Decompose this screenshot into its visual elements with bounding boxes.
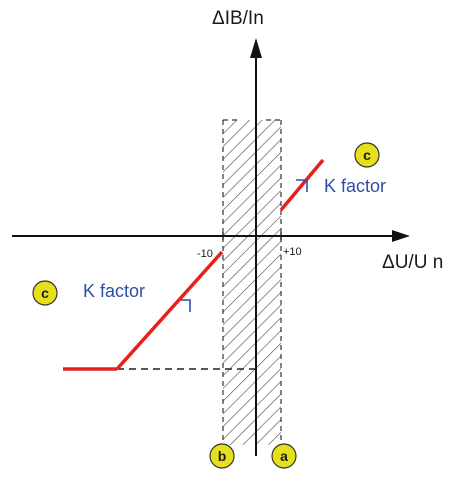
characteristic-lower-slope — [115, 250, 224, 371]
svg-text:c: c — [363, 147, 371, 163]
characteristic-upper-slope — [279, 158, 325, 212]
slope-indicator-lower — [181, 299, 191, 312]
marker-c-upper: c — [354, 142, 380, 168]
x-axis-label: ΔU/U n — [382, 252, 443, 273]
svg-text:c: c — [41, 285, 49, 301]
y-axis-label: ΔIB/In — [212, 8, 264, 29]
marker-c-left: c — [32, 280, 58, 306]
dead-band-hatch — [223, 120, 281, 445]
k-factor-label-right: K factor — [324, 176, 386, 196]
x-axis-arrow — [392, 230, 410, 242]
marker-a: a — [271, 443, 297, 469]
svg-text:a: a — [280, 448, 288, 464]
marker-b: b — [209, 443, 235, 469]
tick-neg-label: -10 — [197, 248, 213, 260]
k-factor-label-left: K factor — [83, 281, 145, 301]
svg-text:b: b — [218, 448, 227, 464]
slope-indicator-upper — [296, 179, 308, 192]
tick-pos-label: +10 — [283, 246, 302, 258]
y-axis-arrow — [250, 38, 262, 58]
